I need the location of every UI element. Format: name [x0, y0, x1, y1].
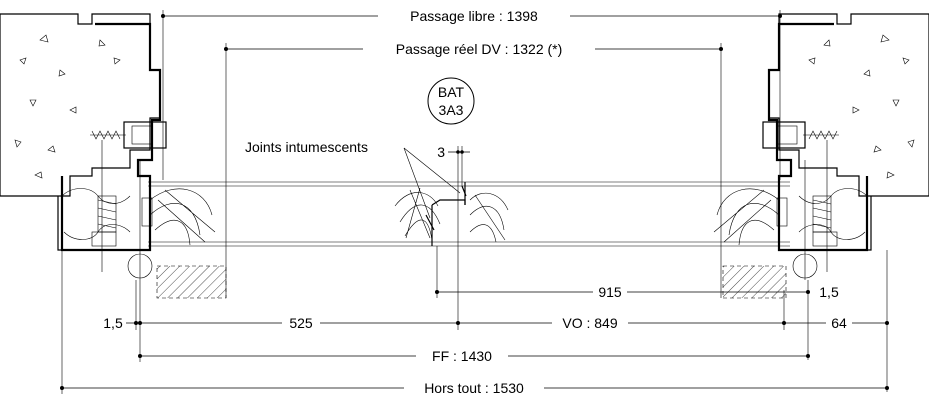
dimension-passage-libre: Passage libre : 1398: [161, 5, 782, 180]
dimension-hors-tout: Hors tout : 1530: [60, 250, 889, 398]
passage-libre-label: Passage libre : 1398: [410, 8, 538, 24]
door-leaves: [148, 181, 790, 247]
dim-915-label: 915: [598, 284, 622, 300]
left-wall: [0, 13, 161, 197]
left-frame-profile: [57, 22, 167, 280]
leaf-525-label: 525: [289, 315, 313, 331]
dimension-row-3: 1,5 525 VO : 849 64: [100, 250, 889, 392]
left-hatched-block: [156, 265, 227, 299]
vo-label: VO : 849: [562, 315, 617, 331]
bat-line1: BAT: [438, 84, 465, 100]
gap-left-label: 1,5: [103, 315, 123, 331]
joints-callout: Joints intumescents 3: [245, 139, 470, 330]
hors-tout-label: Hors tout : 1530: [424, 380, 524, 396]
left-anchor: [97, 195, 117, 233]
dimension-915: 915 1,5: [435, 246, 844, 360]
joints-label: Joints intumescents: [245, 139, 368, 155]
joint-gap-label: 3: [437, 144, 445, 160]
gap-right-label: 1,5: [819, 284, 839, 300]
bat-marker: BAT 3A3: [427, 77, 475, 125]
bat-line2: 3A3: [439, 102, 464, 118]
concrete-aggregate: [14, 34, 121, 179]
dimension-passage-reel: Passage réel DV : 1322 (*): [224, 38, 723, 298]
right-frame-profile: [762, 22, 872, 280]
frame-64-label: 64: [831, 315, 847, 331]
right-wall: [768, 13, 929, 197]
right-hatched-block: [722, 265, 787, 299]
passage-reel-label: Passage réel DV : 1322 (*): [396, 41, 563, 57]
ff-label: FF : 1430: [432, 348, 492, 364]
dimension-ff: FF : 1430: [138, 346, 810, 366]
